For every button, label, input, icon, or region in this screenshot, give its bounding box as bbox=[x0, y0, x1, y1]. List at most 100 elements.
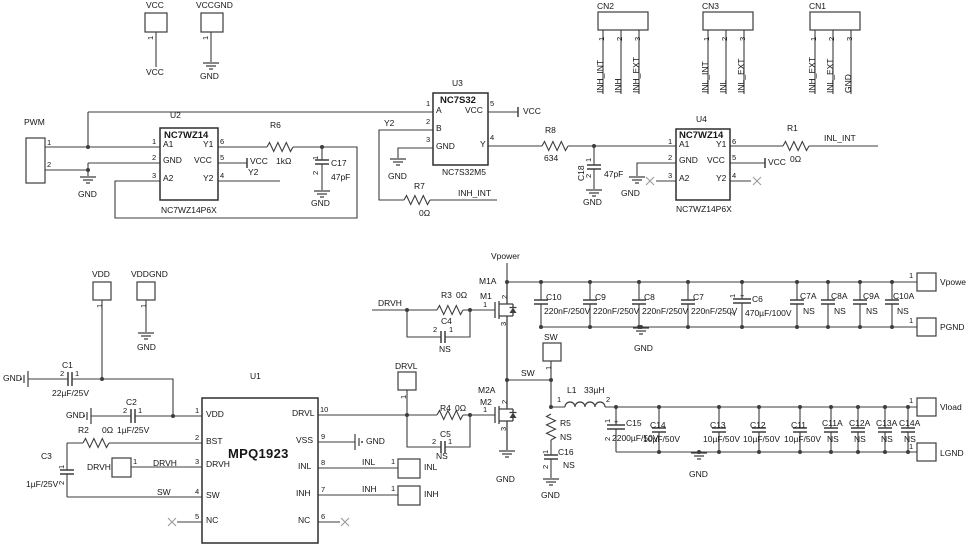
vdd-port-pin1: 1 bbox=[95, 303, 104, 308]
m1a-net: M1A bbox=[479, 276, 497, 286]
pgnd-bank-gnd-label: GND bbox=[634, 343, 653, 353]
pwm-gnd-label: GND bbox=[78, 189, 97, 199]
c13-refdes: C13 bbox=[710, 420, 726, 430]
c14a-value: NS bbox=[904, 434, 916, 444]
r4-value: 0Ω bbox=[455, 403, 467, 413]
u3-pin-vcc: VCC bbox=[465, 105, 483, 115]
vcc-port-box bbox=[144, 12, 168, 33]
c16-value: NS bbox=[563, 460, 575, 470]
u2-pin-y1: Y1 bbox=[203, 139, 214, 149]
m2-refdes: M2 bbox=[480, 397, 492, 407]
pwm-port-title: PWM bbox=[24, 117, 45, 127]
c14a-refdes: C14A bbox=[899, 418, 921, 428]
c8-value: 220nF/250V bbox=[642, 306, 689, 316]
c14-value: 10µF/50V bbox=[643, 434, 681, 444]
u2-refdes: U2 bbox=[170, 110, 181, 120]
c4-refdes: C4 bbox=[441, 316, 452, 326]
u4-pin-vcc: VCC bbox=[707, 155, 725, 165]
c11-value: 10µF/50V bbox=[784, 434, 822, 444]
m2a-net: M2A bbox=[478, 385, 496, 395]
r1-value: 0Ω bbox=[790, 154, 802, 164]
l1-value: 33µH bbox=[584, 385, 605, 395]
inl-net: INL bbox=[362, 457, 376, 467]
r3-refdes: R3 bbox=[441, 290, 452, 300]
mosfet-m2 bbox=[494, 380, 517, 450]
u1-pin-vss: VSS bbox=[296, 435, 314, 445]
u2-y2-net: Y2 bbox=[248, 167, 259, 177]
capacitor-plates bbox=[60, 107, 915, 475]
c6-value: 470µF/100V bbox=[745, 308, 792, 318]
u2-part: NC7WZ14P6X bbox=[161, 205, 217, 215]
u1-num8: 8 bbox=[321, 458, 326, 467]
inh-port-title: INH bbox=[424, 489, 439, 499]
u4-num2: 2 bbox=[668, 153, 673, 162]
u1-num10: 10 bbox=[320, 405, 329, 414]
u4-refdes: U4 bbox=[696, 114, 707, 124]
u1-num7: 7 bbox=[321, 485, 326, 494]
vpower-port-title: Vpower bbox=[940, 277, 966, 287]
u1-body bbox=[201, 397, 319, 544]
c2-value: 1µF/25V bbox=[117, 425, 150, 435]
vddgnd-port-title: VDDGND bbox=[131, 269, 168, 279]
c9a-refdes: C9A bbox=[863, 291, 880, 301]
c17-value: 47pF bbox=[331, 172, 351, 182]
u2-num6: 6 bbox=[220, 137, 225, 146]
c17-pin2: 2 bbox=[311, 170, 320, 175]
pgnd-port-pin1: 1 bbox=[909, 316, 914, 325]
inductor-l1 bbox=[564, 401, 606, 408]
m2-pin2: 2 bbox=[500, 399, 509, 404]
cn2-net2: INH bbox=[613, 78, 623, 93]
vload-port-title: Vload bbox=[940, 402, 962, 412]
cn3-net3: INL_EXT bbox=[736, 58, 746, 94]
drvh-port-box bbox=[111, 457, 132, 478]
u4-pin-a2: A2 bbox=[679, 173, 690, 183]
lgnd-bank-gnd-label: GND bbox=[689, 469, 708, 479]
c13a-value: NS bbox=[881, 434, 893, 444]
inl-port-title: INL bbox=[424, 462, 438, 472]
r6-value: 1kΩ bbox=[276, 156, 292, 166]
cn3-net2: INL bbox=[718, 79, 728, 93]
u3-name: NC7S32 bbox=[440, 95, 476, 106]
u4-vcc-net: VCC bbox=[768, 157, 786, 167]
c7-value: 220nF/250V bbox=[691, 306, 738, 316]
c16-pin1: 1 bbox=[541, 449, 550, 454]
mosfet-m1 bbox=[494, 282, 517, 380]
cn1-box bbox=[809, 11, 861, 31]
cn1-title: CN1 bbox=[809, 1, 827, 11]
u1-pin-inh: INH bbox=[296, 488, 311, 498]
c10-refdes: C10 bbox=[546, 292, 562, 302]
u3-pin-b: B bbox=[436, 123, 442, 133]
u1-name: MPQ1923 bbox=[228, 446, 289, 461]
u3-num1: 1 bbox=[426, 99, 431, 108]
c3-pin1: 1 bbox=[57, 464, 66, 469]
u2-num1: 1 bbox=[152, 137, 157, 146]
u1-pin-sw: SW bbox=[206, 490, 220, 500]
cn2-box bbox=[597, 11, 649, 31]
vpower-net: Vpower bbox=[491, 251, 520, 261]
r6-refdes: R6 bbox=[270, 120, 281, 130]
cn1-net1: INH_EXT bbox=[807, 57, 817, 93]
drvh-net-left: DRVH bbox=[153, 458, 177, 468]
c7-refdes: C7 bbox=[693, 292, 704, 302]
cn1-net3: GND bbox=[843, 74, 853, 93]
vpower-port-box bbox=[916, 272, 937, 292]
cn2-pin3: 3 bbox=[633, 36, 642, 41]
c1-pin1: 1 bbox=[75, 369, 80, 378]
r3-value: 0Ω bbox=[456, 290, 468, 300]
cn1-pin1: 1 bbox=[809, 36, 818, 41]
c8a-value: NS bbox=[834, 306, 846, 316]
drvl-port-pin1: 1 bbox=[399, 394, 408, 399]
vdd-port-title: VDD bbox=[92, 269, 110, 279]
u4-name: NC7WZ14 bbox=[679, 130, 724, 141]
r8-refdes: R8 bbox=[545, 125, 556, 135]
vccgnd-port-box bbox=[200, 12, 224, 33]
c10-value: 220nF/250V bbox=[544, 306, 591, 316]
c11-refdes: C11 bbox=[791, 420, 806, 430]
junction-dots bbox=[86, 144, 910, 454]
cn3-net1: INL_INT bbox=[700, 61, 710, 93]
u2-vcc-net: VCC bbox=[250, 156, 268, 166]
c17-refdes: C17 bbox=[331, 158, 347, 168]
vcc-port-pin1: 1 bbox=[146, 35, 155, 40]
c5-pin2: 2 bbox=[432, 437, 437, 446]
